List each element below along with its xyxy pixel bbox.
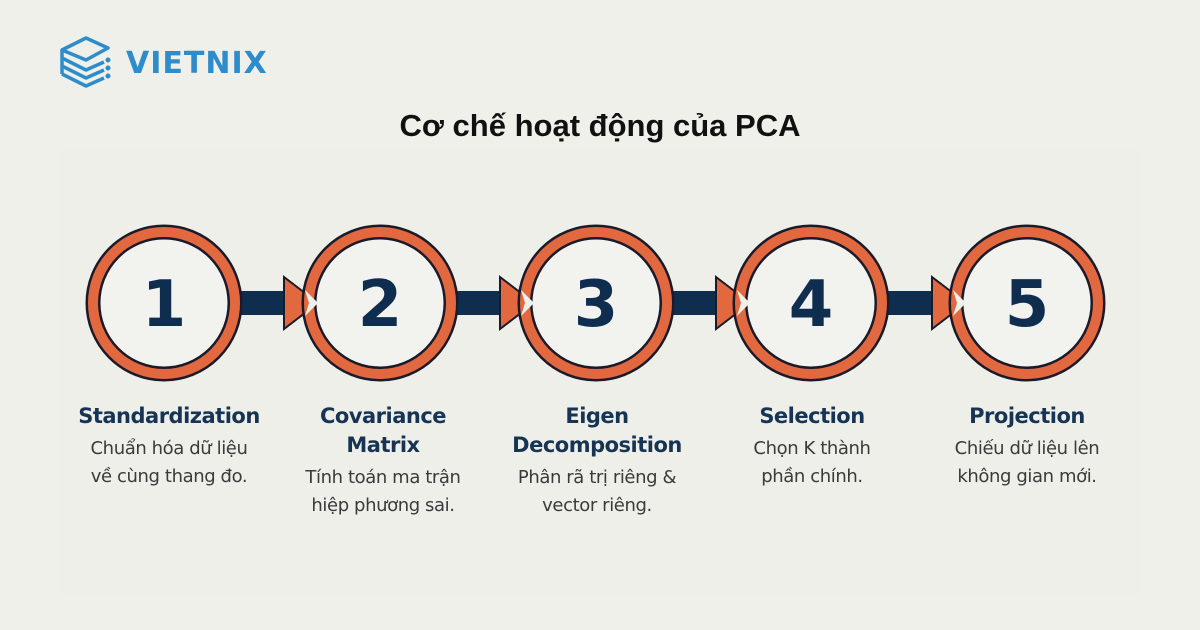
step-number-1: 1: [142, 268, 187, 342]
step-number-4: 4: [789, 268, 834, 342]
step-circles: [85, 224, 1106, 382]
brand-logo: VIETNIX: [58, 32, 268, 94]
step-label: Standardization: [78, 404, 260, 428]
step-number-5: 5: [1005, 268, 1050, 342]
step-numbers: 1 2 3 4 5: [142, 268, 1050, 342]
step-label: Projection: [969, 404, 1085, 428]
step-circle-4: [732, 224, 890, 382]
step-circle-5: [948, 224, 1106, 382]
brand-name: VIETNIX: [126, 45, 268, 81]
step-number-3: 3: [574, 268, 619, 342]
page-title: Cơ chế hoạt động của PCA: [399, 108, 801, 143]
step-number-2: 2: [358, 268, 403, 342]
step-circle-1: [85, 224, 243, 382]
step-label: Selection: [759, 404, 865, 428]
server-stack-icon: [60, 36, 111, 88]
step-description: Phân rã trị riêng &vector riêng.: [517, 467, 677, 516]
